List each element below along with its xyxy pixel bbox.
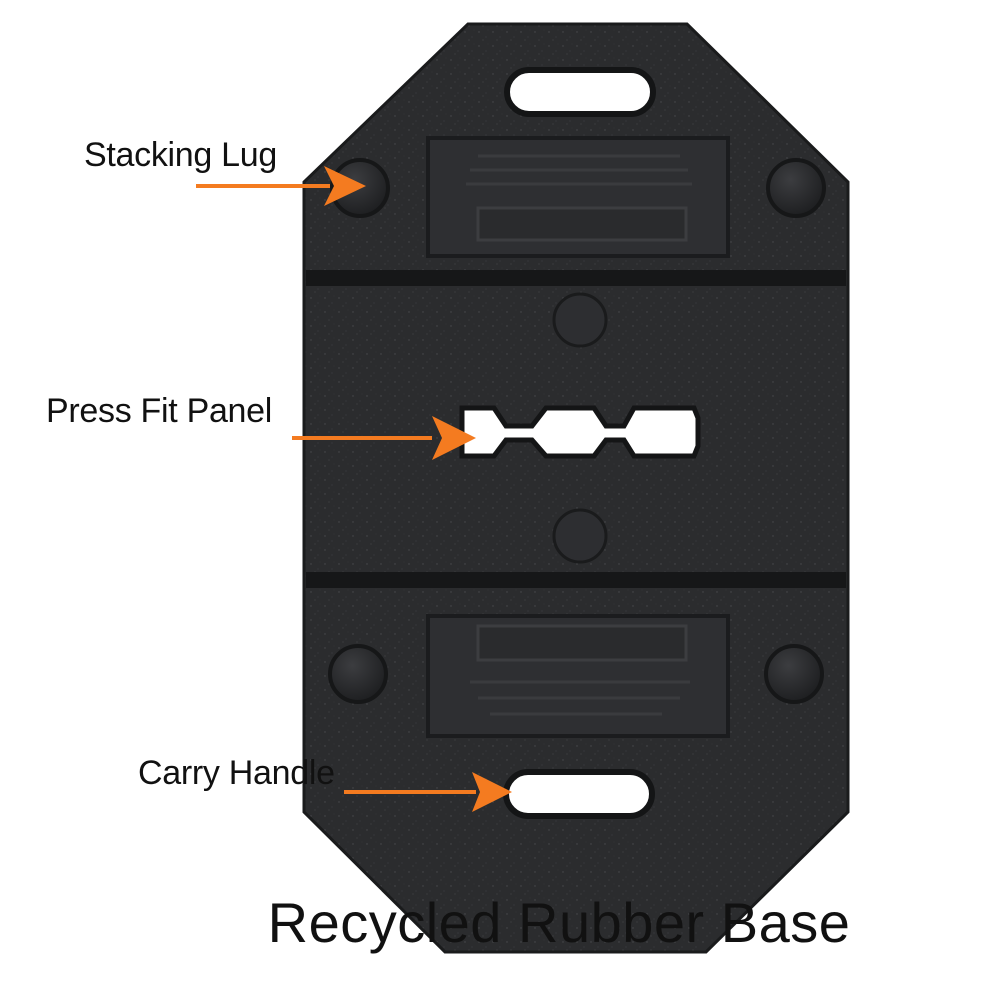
press-fit-panel-label: Press Fit Panel [46, 392, 273, 430]
stacking-lug-top-right [766, 158, 826, 218]
stacking-lug-label: Stacking Lug [84, 136, 277, 174]
bottom-logo-plate [476, 624, 688, 662]
top-logo-plate [476, 206, 688, 242]
bottom-carry-slot [503, 769, 655, 819]
stacking-lug-arrow [196, 166, 366, 206]
upper-center-dimple [552, 292, 608, 348]
top-embossed-text [466, 154, 692, 186]
bottom-embossed-text [470, 680, 690, 716]
stacking-lug-bottom-right [764, 644, 824, 704]
press-fit-arrow [292, 416, 476, 460]
lower-center-dimple [552, 508, 608, 564]
top-carry-slot [504, 67, 656, 117]
carry-handle-label: Carry Handle [138, 754, 335, 792]
lower-groove [306, 572, 846, 588]
carry-handle-arrow [344, 772, 512, 812]
upper-groove [306, 270, 846, 286]
press-fit-opening [459, 405, 701, 459]
product-caption: Recycled Rubber Base [267, 891, 851, 954]
stacking-lug-bottom-left [328, 644, 388, 704]
